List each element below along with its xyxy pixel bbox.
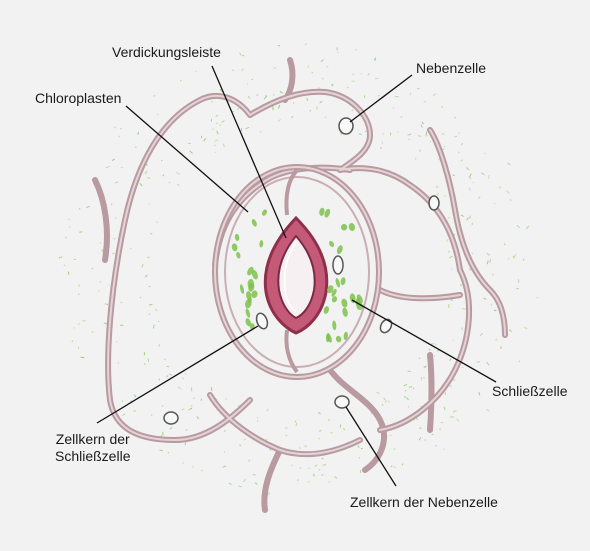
label-zellkern-schliesszelle: Zellkern der Schließzelle: [55, 431, 130, 465]
chloroplast: [336, 244, 344, 254]
label-nebenzelle: Nebenzelle: [416, 60, 486, 77]
label-schliesszelle: Schließzelle: [492, 383, 567, 400]
chloroplast: [328, 240, 335, 248]
label-chloroplasten: Chloroplasten: [35, 90, 121, 107]
subsidiary-nucleus-far-right: [429, 196, 439, 210]
chloroplast: [259, 240, 263, 248]
leader-zellkern-nebenzelle: [346, 407, 396, 486]
chloroplast: [239, 284, 245, 294]
chloroplast: [335, 278, 341, 288]
chloroplast: [234, 234, 239, 242]
chloroplast: [331, 295, 338, 303]
label-zellkern-schliesszelle-line2: Schließzelle: [55, 448, 130, 465]
stomatal-pore: [265, 218, 326, 333]
subsidiary-nucleus-bottom: [335, 396, 349, 408]
chloroplast: [261, 209, 268, 217]
chloroplast: [251, 218, 258, 227]
leader-zellkern-schliesszelle: [97, 326, 258, 423]
chloroplast: [335, 335, 342, 343]
chloroplast: [236, 251, 242, 259]
chloroplast: [245, 308, 251, 318]
chloroplast: [340, 298, 348, 308]
chloroplast: [323, 305, 330, 314]
chloroplast: [348, 222, 356, 231]
label-zellkern-schliesszelle-line1: Zellkern der: [55, 431, 130, 448]
label-verdickungsleiste: Verdickungsleiste: [112, 44, 221, 61]
guard-cell-nucleus-right: [333, 256, 343, 274]
chloroplast: [332, 320, 337, 330]
chloroplast: [340, 223, 348, 231]
leader-schliesszelle: [352, 300, 496, 382]
subsidiary-nucleus-left: [164, 412, 178, 424]
chloroplast: [323, 208, 331, 218]
label-zellkern-nebenzelle: Zellkern der Nebenzelle: [350, 494, 498, 511]
chloroplast: [319, 207, 326, 216]
chloroplast: [231, 243, 238, 252]
leader-nebenzelle: [350, 75, 412, 122]
chloroplast: [342, 307, 349, 317]
subsidiary-nucleus-top: [339, 118, 353, 134]
chloroplast: [340, 277, 346, 286]
leader-verdickungsleiste: [212, 66, 286, 238]
